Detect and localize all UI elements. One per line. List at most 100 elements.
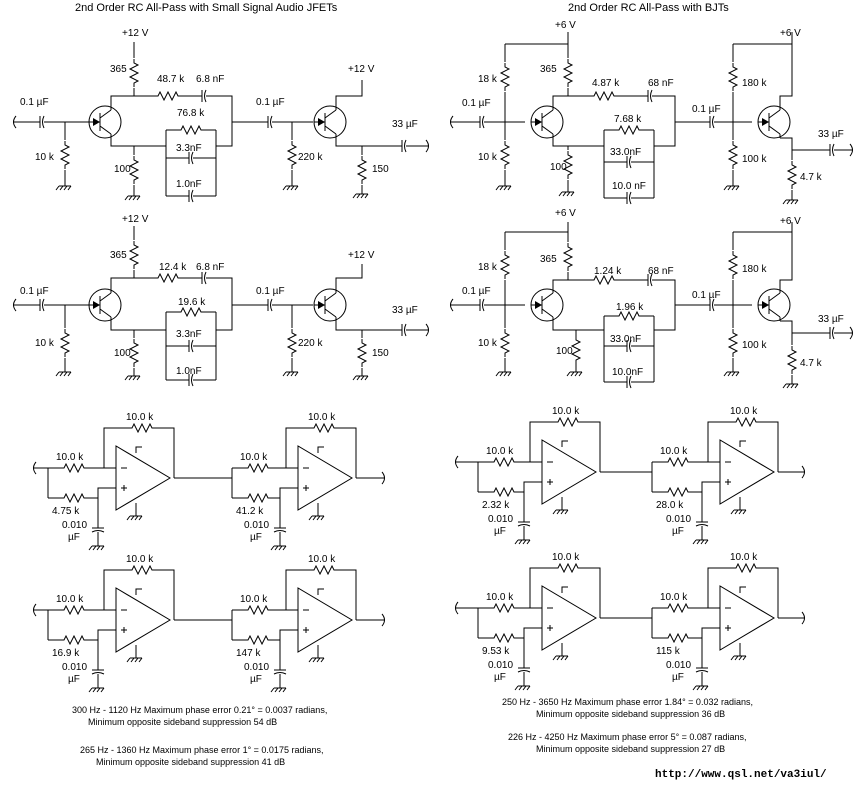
ground-icon [124, 191, 141, 201]
resistor-icon [243, 605, 273, 615]
input-resistor-label: 10.0 k [240, 594, 268, 605]
capacitor-unit-label: µF [250, 674, 262, 685]
ground-icon [566, 367, 583, 377]
resistor-icon [59, 493, 89, 503]
bias-resistor-label: 10 k [35, 338, 55, 349]
op-amp-icon [536, 586, 596, 660]
input-jack-icon [33, 461, 45, 475]
base-resistor-bottom-label: 100 k [742, 340, 767, 351]
resistor-icon [728, 62, 738, 92]
resistor-icon [500, 140, 510, 170]
jfet-title: 2nd Order RC All-Pass with Small Signal … [75, 2, 338, 14]
op-amp-icon [110, 588, 170, 662]
drain-resistor-label: 365 [110, 250, 127, 261]
ground-icon [282, 181, 299, 191]
resistor-icon [728, 140, 738, 170]
resistor-icon [129, 240, 139, 270]
resistor-icon [663, 603, 693, 613]
ground-icon [282, 367, 299, 377]
op-amp-icon [292, 446, 352, 520]
ground-icon [782, 379, 799, 389]
capacitor-icon [517, 661, 531, 679]
note-right-1b: Minimum opposite sideband suppression 36… [536, 709, 725, 719]
series-resistor-label: 12.4 k [159, 262, 187, 273]
op-amp-icon [292, 588, 352, 662]
resistor-icon [153, 91, 183, 101]
resistor-icon [489, 457, 519, 467]
ground-icon [692, 681, 709, 691]
input-resistor-label: 10.0 k [240, 452, 268, 463]
ground-icon [55, 181, 72, 191]
capacitor-value-label: 0.010 [488, 660, 513, 671]
resistor-icon [59, 635, 89, 645]
input-resistor-label: 10.0 k [660, 446, 688, 457]
ground-icon [88, 541, 105, 551]
base-resistor-bottom-label: 10 k [478, 152, 498, 163]
resistor-icon [127, 423, 157, 433]
feedback-resistor-label: 10.0 k [552, 406, 580, 417]
resistor-icon [571, 335, 581, 365]
resistor-icon [563, 242, 573, 272]
shunt-resistor-label: 4.75 k [52, 506, 80, 517]
resistor-icon [176, 125, 206, 135]
output-jack-icon [793, 611, 805, 625]
input-jack-icon [455, 601, 467, 615]
ground-icon [723, 367, 740, 377]
op-amp-icon [536, 440, 596, 514]
ground-icon [55, 367, 72, 377]
input-jack-icon [13, 298, 25, 312]
output-resistor-label: 150 [372, 348, 389, 359]
base-resistor-top-label: 180 k [742, 264, 767, 275]
resistor-icon [589, 275, 619, 285]
bjt-allpass-2: 0.1 µF 18 k 10 k +6 V 365 100 1.24 k 68 … [450, 208, 853, 389]
resistor-icon [553, 563, 583, 573]
capacitor-icon [620, 191, 638, 205]
input-resistor-label: 10.0 k [660, 592, 688, 603]
base-resistor-bottom-label: 10 k [478, 338, 498, 349]
resistor-icon [663, 457, 693, 467]
shunt-resistor-label: 28.0 k [656, 500, 684, 511]
parallel-resistor-label: 19.6 k [178, 297, 206, 308]
note-right-1a: 250 Hz - 3650 Hz Maximum phase error 1.8… [502, 697, 753, 707]
parallel-cap1-label: 3.3nF [176, 143, 202, 154]
series-resistor-label: 1.24 k [594, 266, 622, 277]
capacitor-icon [823, 326, 841, 340]
ground-icon [495, 367, 512, 377]
capacitor-icon [703, 115, 721, 129]
ground-icon [558, 187, 575, 197]
shunt-resistor-label: 115 k [656, 646, 681, 657]
capacitor-icon [195, 89, 213, 103]
shunt-resistor-label: 41.2 k [236, 506, 264, 517]
capacitor-icon [182, 189, 200, 203]
coupling-cap-label: 0.1 µF [692, 290, 721, 301]
bjt-title: 2nd Order RC All-Pass with BJTs [568, 2, 729, 14]
capacitor-unit-label: µF [672, 672, 684, 683]
resistor-icon [731, 563, 761, 573]
capacitor-value-label: 0.010 [62, 662, 87, 673]
output-cap-label: 33 µF [818, 314, 844, 325]
ground-icon [124, 371, 141, 381]
capacitor-value-label: 0.010 [488, 514, 513, 525]
ground-icon [270, 683, 287, 693]
output-resistor-label: 4.7 k [800, 172, 823, 183]
emitter-resistor-label: 100 [550, 162, 567, 173]
op-amp-icon [110, 446, 170, 520]
jfet-transistor-icon [88, 288, 122, 322]
input-cap-label: 0.1 µF [20, 286, 49, 297]
capacitor-icon [261, 115, 279, 129]
vcc-label: +12 V [122, 28, 149, 39]
input-jack-icon [33, 603, 45, 617]
parallel-cap1-label: 33.0nF [610, 334, 641, 345]
resistor-icon [59, 605, 89, 615]
shunt-resistor-label: 9.53 k [482, 646, 510, 657]
resistor-icon [500, 328, 510, 358]
vcc-label: +6 V [780, 28, 801, 39]
resistor-icon [614, 125, 644, 135]
resistor-icon [663, 633, 693, 643]
parallel-cap1-label: 3.3nF [176, 329, 202, 340]
note-left-1b: Minimum opposite sideband suppression 54… [88, 717, 277, 727]
shunt-resistor-label: 16.9 k [52, 648, 80, 659]
output-jack-icon [417, 323, 429, 337]
